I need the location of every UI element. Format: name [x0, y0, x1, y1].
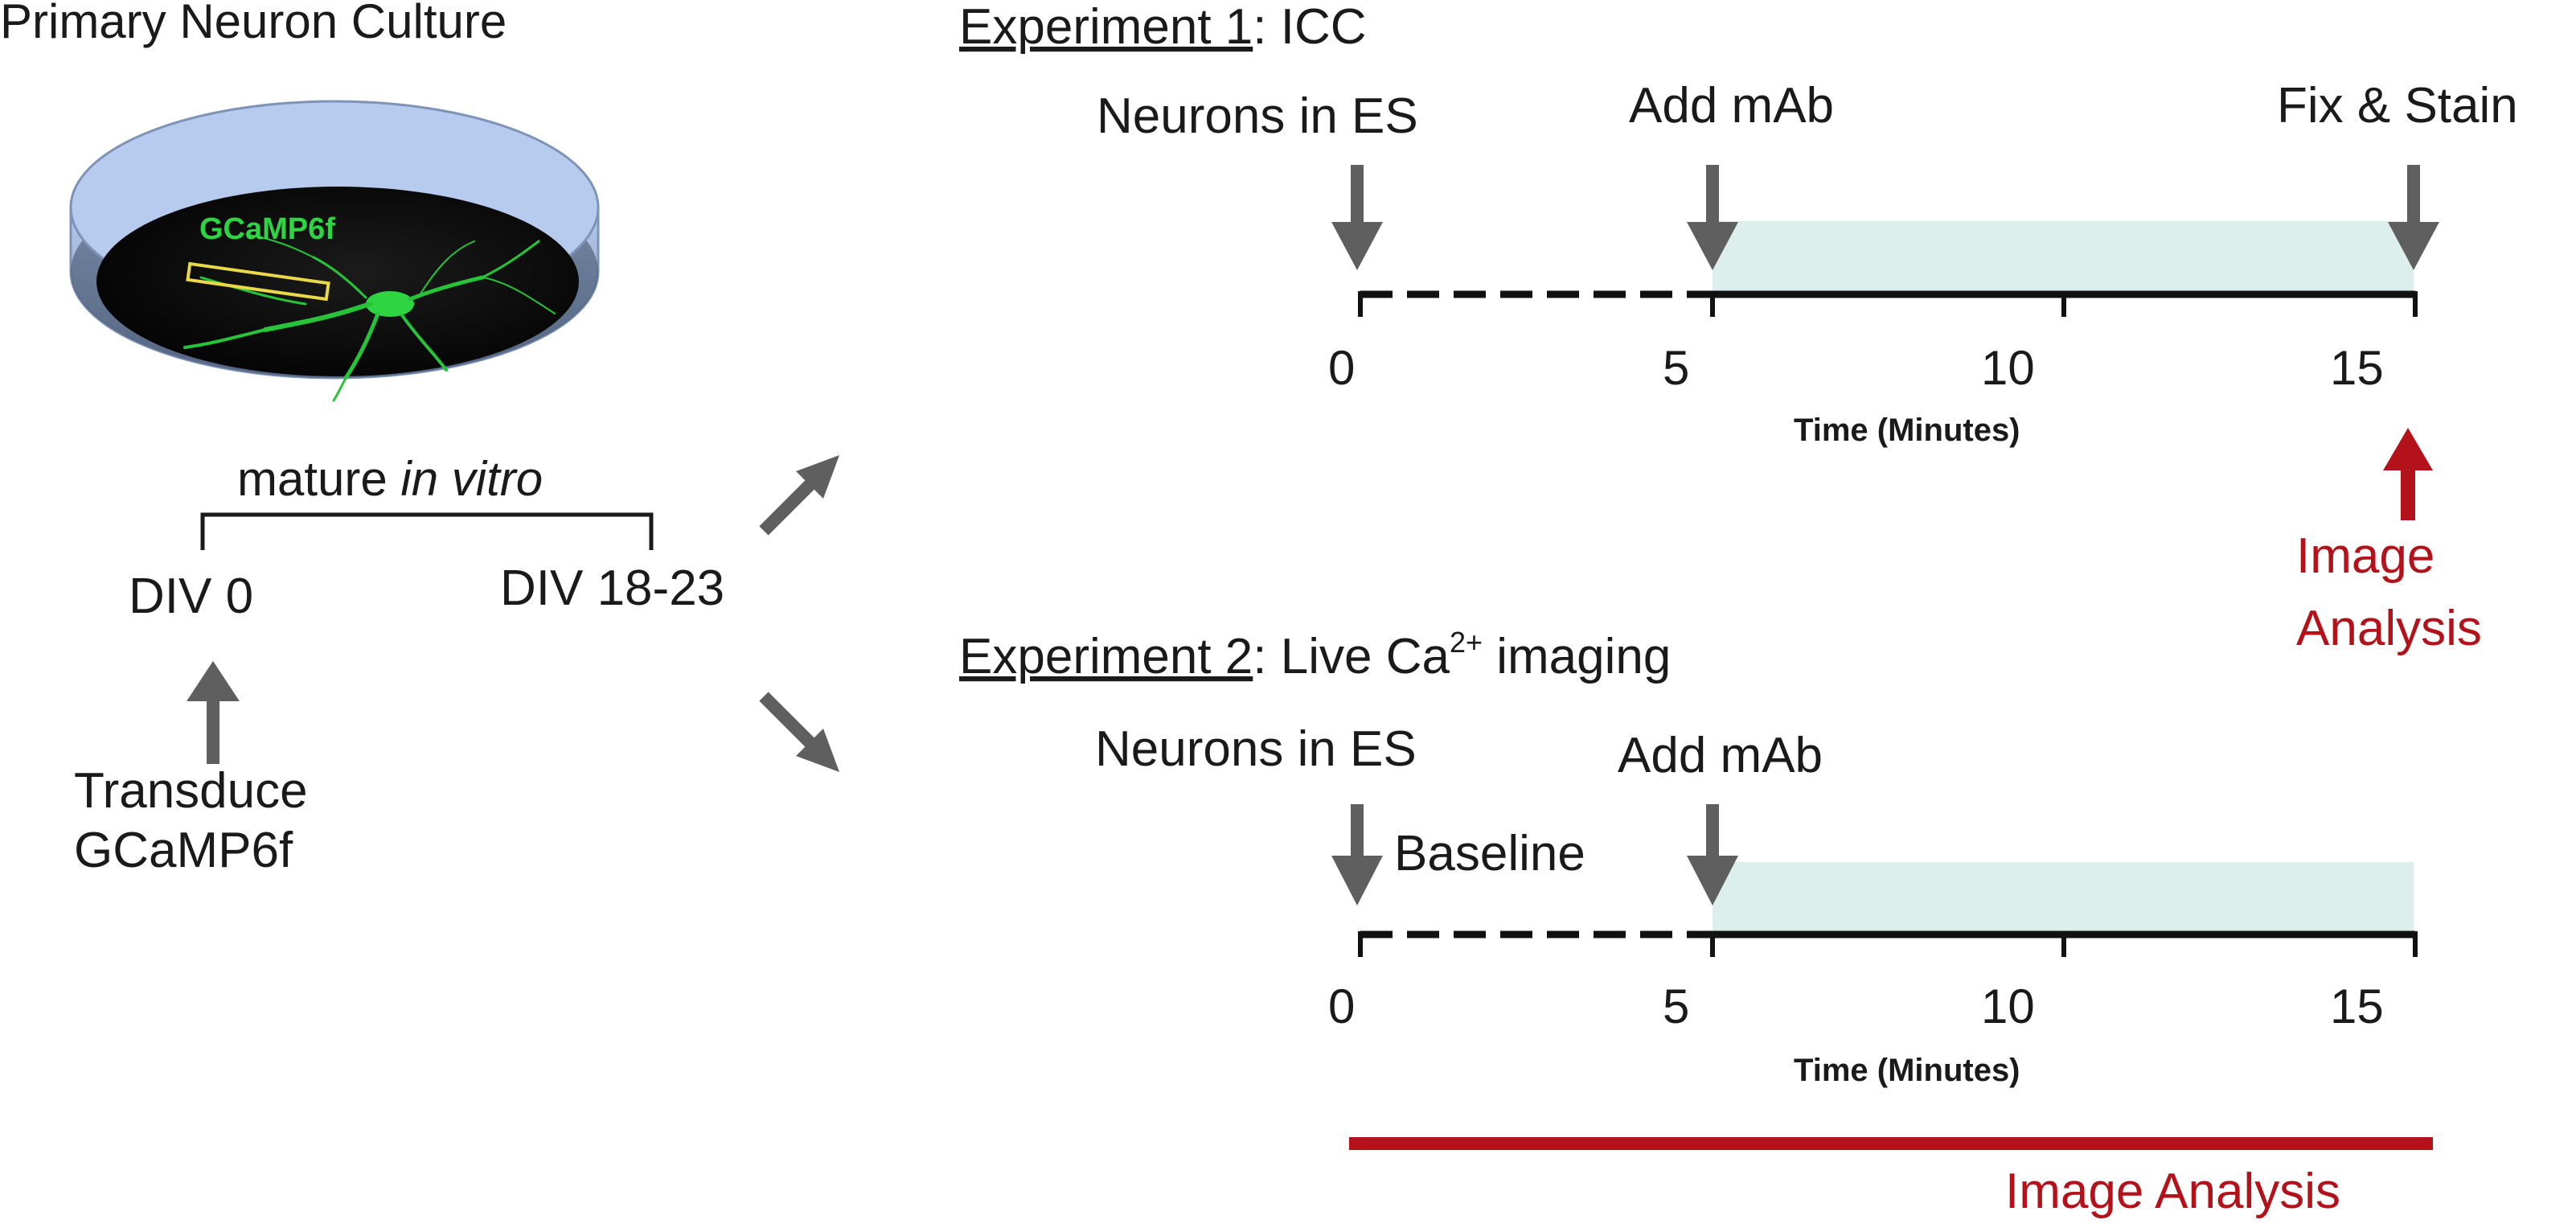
exp1-axis-label: Time (Minutes) [1794, 413, 2020, 448]
roi-rectangle [186, 261, 330, 302]
exp2-tick-10: 10 [1981, 980, 2035, 1033]
exp2-label-neurons: Neurons in ES [1095, 721, 1417, 777]
exp2-image-analysis-label: Image Analysis [2005, 1164, 2340, 1219]
exp1-tick-15: 15 [2330, 341, 2384, 395]
exp1-image-analysis-line1: Image [2296, 528, 2434, 584]
exp2-arrow-add [1687, 804, 1738, 906]
exp2-axis-label: Time (Minutes) [1794, 1053, 2020, 1088]
exp1-shaded-period [1713, 221, 2414, 292]
exp1-image-analysis-line2: Analysis [2296, 601, 2482, 656]
exp1-label-neurons: Neurons in ES [1097, 88, 1418, 144]
exp1-arrow-fix [2388, 165, 2439, 270]
exp2-title: Experiment 2: Live Ca2+ imaging [959, 626, 1671, 684]
exp1-arrow-neurons [1331, 165, 1383, 270]
exp2-label-baseline: Baseline [1394, 826, 1585, 881]
exp2-label-add: Add mAb [1618, 728, 1823, 783]
exp2-image-analysis-bar [1349, 1137, 2433, 1150]
left-title: Primary Neuron Culture [0, 0, 507, 48]
exp2-arrow-neurons [1331, 804, 1383, 906]
exp2-tick-5: 5 [1663, 980, 1689, 1033]
exp2-shaded-period [1713, 862, 2414, 931]
transduce-line2: GCaMP6f [74, 823, 293, 878]
dish-label: GCaMP6f [199, 212, 335, 246]
branch-arrow-down [759, 692, 839, 772]
exp1-label-fix: Fix & Stain [2277, 78, 2518, 133]
petri-dish-illustration: GCaMP6f [69, 100, 600, 402]
transduce-line1: Transduce [74, 763, 308, 819]
maturation-bracket [200, 512, 654, 550]
exp1-image-analysis-arrow [2383, 428, 2433, 520]
exp1-tick-10: 10 [1981, 341, 2035, 395]
branch-arrow-up [759, 455, 839, 536]
exp1-tick-0: 0 [1328, 341, 1355, 395]
exp2-timeline-axis [1358, 930, 2418, 957]
neuron-fluorescence [183, 234, 556, 402]
exp1-tick-5: 5 [1663, 341, 1689, 395]
exp2-tick-15: 15 [2330, 980, 2384, 1033]
div-start-label: DIV 0 [129, 569, 253, 624]
exp1-label-add: Add mAb [1629, 78, 1834, 133]
mature-label: mature in vitro [237, 452, 543, 506]
exp1-title: Experiment 1: ICC [959, 0, 1367, 55]
transduce-arrow [187, 661, 240, 764]
exp2-tick-0: 0 [1328, 980, 1355, 1033]
exp1-arrow-add [1687, 165, 1738, 270]
div-end-label: DIV 18-23 [500, 561, 724, 616]
exp1-timeline-axis [1358, 290, 2418, 317]
